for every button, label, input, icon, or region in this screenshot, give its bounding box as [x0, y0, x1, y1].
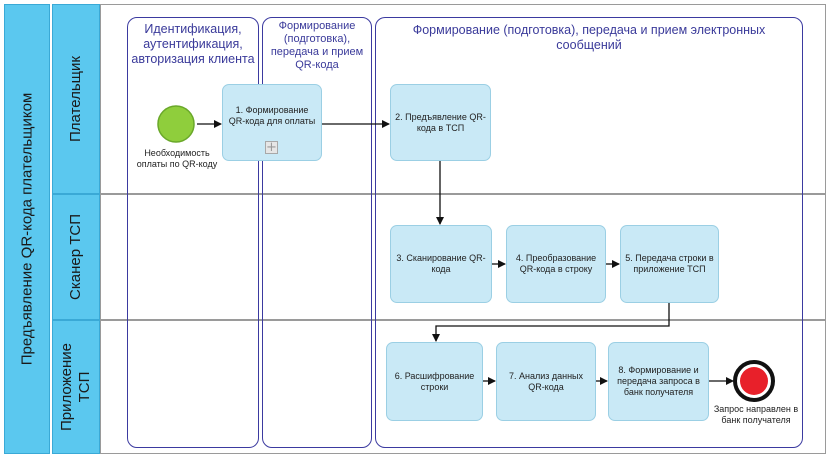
- task-4: 4. Преобразование QR-кода в строку: [506, 225, 606, 303]
- task-8: 8. Формирование и передача запроса в бан…: [608, 342, 709, 421]
- end-event-label: Запрос направлен в банк получателя: [713, 404, 799, 425]
- task-2: 2. Предъявление QR-кода в ТСП: [390, 84, 491, 161]
- end-event: [740, 367, 768, 395]
- phase-title-qr-code: Формирование (подготовка), передача и пр…: [270, 20, 364, 71]
- task-6: 6. Расшифрование строки: [386, 342, 483, 421]
- phase-identification: [127, 17, 259, 448]
- task-1: 1. Формирование QR-кода для оплаты: [222, 84, 322, 161]
- task-5: 5. Передача строки в приложение ТСП: [620, 225, 719, 303]
- lane-header-scanner: Сканер ТСП: [52, 194, 100, 320]
- subprocess-plus-icon: +: [265, 140, 278, 155]
- phase-title-identification: Идентификация, аутентификация, авторизац…: [131, 22, 255, 66]
- task-3: 3. Сканирование QR-кода: [390, 225, 492, 303]
- task-7: 7. Анализ данных QR-кода: [496, 342, 596, 421]
- phase-qr-code: [262, 17, 372, 448]
- phase-messages: [375, 17, 803, 448]
- phase-title-messages: Формирование (подготовка), передача и пр…: [412, 23, 766, 52]
- flow-t5-to-t6: [432, 303, 670, 342]
- lane-header-payer: Плательщик: [52, 4, 100, 194]
- pool-header: Предъявление QR-кода плательщиком: [4, 4, 50, 454]
- start-event: [157, 105, 195, 143]
- start-event-label: Необходимость оплаты по QR-коду: [136, 148, 218, 169]
